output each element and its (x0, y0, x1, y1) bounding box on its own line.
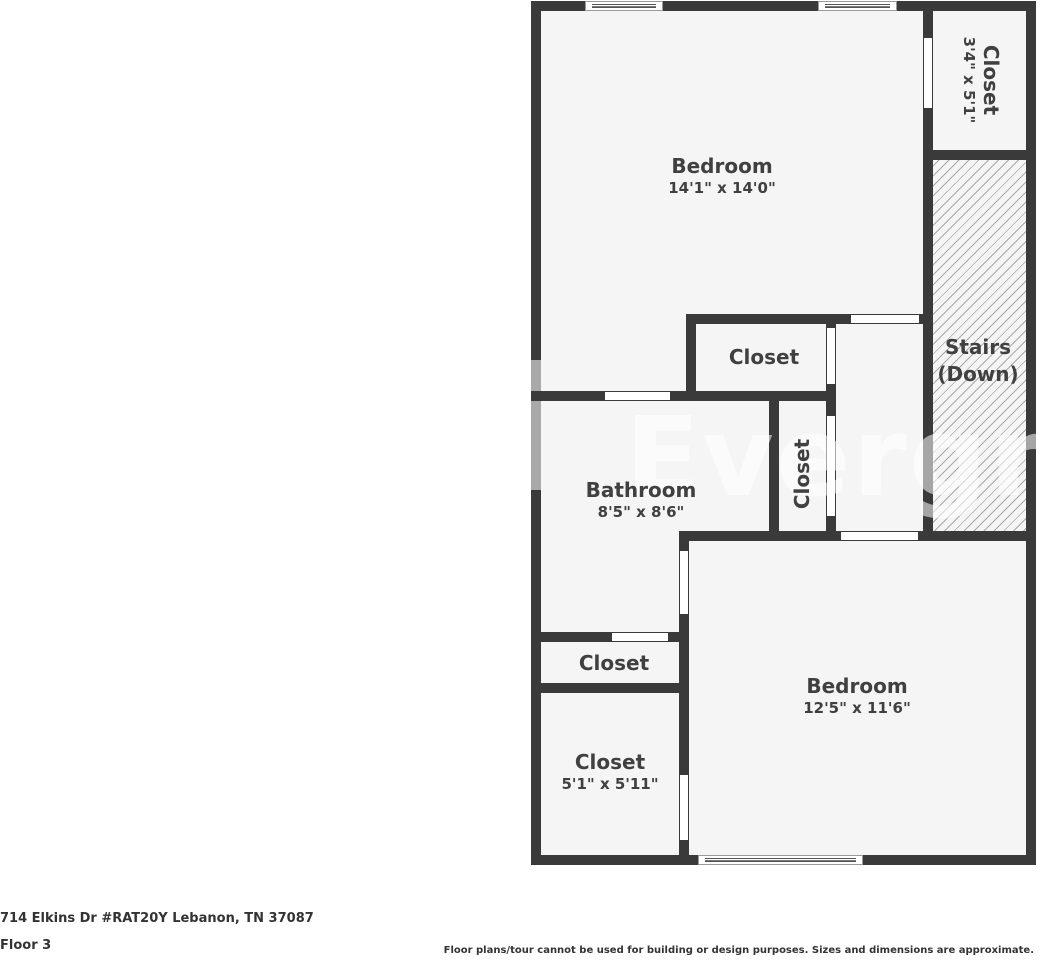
door-bathroom-top (605, 392, 670, 400)
wall-closet-stairs (923, 150, 1036, 160)
room-label-closet-bottom-left: Closet 5'1" x 5'11" (541, 750, 679, 794)
door-mid-closet (827, 328, 835, 384)
floor-label: Floor 3 (0, 938, 52, 953)
wall-bedroom1-right (923, 1, 933, 537)
wall-outer-right (1026, 1, 1036, 865)
room-dimensions: 12'5" x 11'6" (803, 699, 911, 717)
door-hall-top (851, 315, 919, 323)
room-name: Bedroom (671, 154, 773, 178)
room-name: Bedroom (806, 674, 908, 698)
disclaimer: Floor plans/tour cannot be used for buil… (443, 945, 1034, 956)
room-dimensions: 14'1" x 14'0" (668, 179, 776, 197)
room-subtitle: (Down) (937, 362, 1019, 386)
door-narrow-closet (827, 416, 835, 516)
window-bottom (698, 855, 863, 865)
room-label-closet-top-right: Closet 3'4" x 5'1" (953, 30, 1003, 130)
room-label-closet-narrow: Closet (790, 424, 814, 524)
room-name: Closet (790, 438, 814, 510)
door-small-closet (612, 633, 668, 641)
room-dimensions: 3'4" x 5'1" (960, 36, 978, 124)
wall-bedroom1-bathroom (531, 391, 836, 401)
stairs-area (932, 158, 1026, 534)
room-name: Closet (574, 750, 646, 774)
property-address: 714 Elkins Dr #RAT20Y Lebanon, TN 37087 (0, 911, 314, 926)
wall-small-closet-bottom (531, 683, 689, 693)
door-closet-bottom-left (680, 775, 688, 840)
door-closet-top-right (924, 38, 932, 108)
wall-mid-closet-left (686, 314, 696, 400)
wall-mid-closet-top (686, 314, 933, 324)
door-bathroom-bedroom2 (680, 551, 688, 614)
room-label-stairs: Stairs (Down) (928, 335, 1028, 386)
door-bedroom2-top (841, 532, 918, 540)
room-name: Stairs (944, 335, 1012, 359)
wall-outer-top (531, 1, 1036, 11)
wall-small-closet-top (531, 632, 689, 642)
room-label-bedroom-2: Bedroom 12'5" x 11'6" (757, 674, 957, 718)
room-dimensions: 5'1" x 5'11" (561, 775, 659, 793)
room-name: Bathroom (585, 478, 697, 502)
room-label-bedroom-1: Bedroom 14'1" x 14'0" (622, 154, 822, 198)
wall-narrow-closet-left (769, 391, 779, 540)
room-name: Closet (979, 44, 1003, 116)
room-label-bathroom: Bathroom 8'5" x 8'6" (561, 478, 721, 522)
room-name: Closet (578, 651, 650, 675)
room-name: Closet (728, 345, 800, 369)
window-top-left (585, 1, 663, 11)
wall-left-light-section (531, 360, 541, 490)
room-label-closet-middle: Closet (696, 345, 832, 369)
room-dimensions: 8'5" x 8'6" (597, 503, 685, 521)
wall-bedroom2-left (679, 531, 689, 865)
window-top-right (818, 1, 897, 11)
room-label-closet-small-left: Closet (541, 651, 687, 675)
